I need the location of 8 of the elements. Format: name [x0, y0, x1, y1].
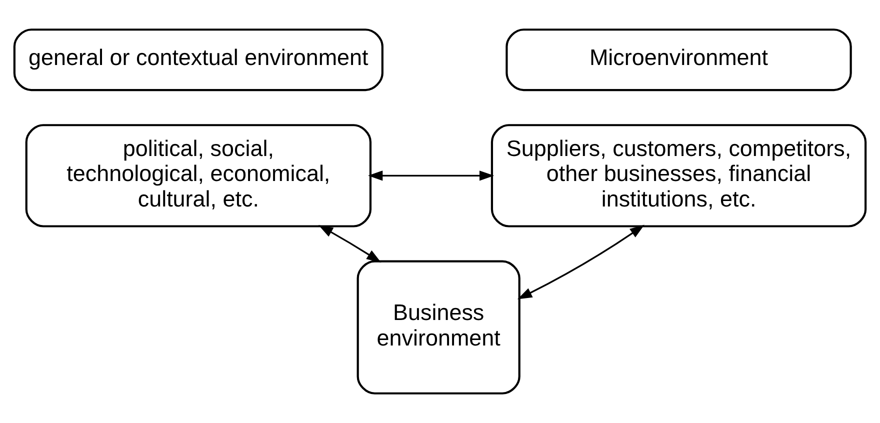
node-box: Microenvironment: [506, 28, 852, 92]
node-box: political, social, technological, economical, cultural, etc.: [25, 124, 372, 228]
arrow: [517, 224, 644, 300]
arrow: [318, 225, 382, 263]
node-box: Suppliers, customers, competitors, other businesses, financial institutions, etc.: [490, 124, 867, 228]
arrow: [368, 170, 494, 181]
node-box: Business environment: [356, 260, 520, 394]
node-box: general or contextual environment: [13, 28, 384, 92]
